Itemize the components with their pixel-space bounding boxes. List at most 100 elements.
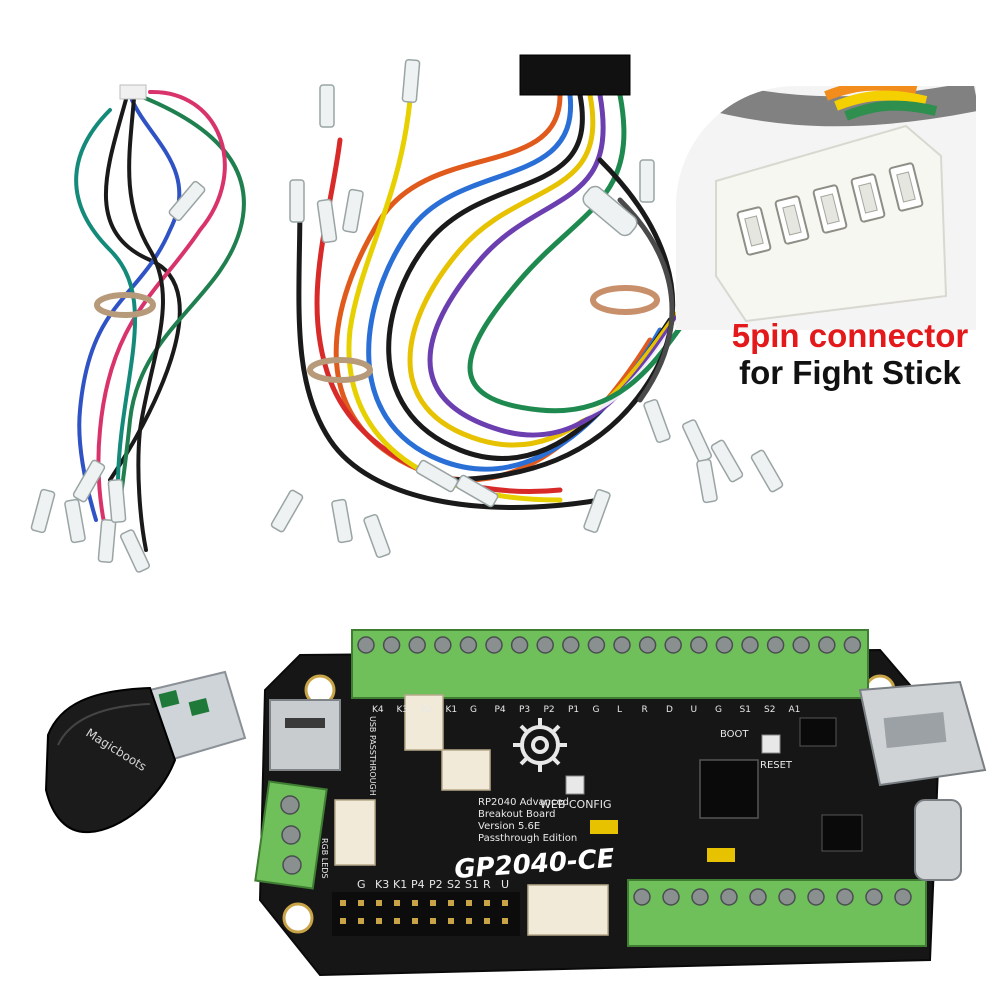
connector-pin-slot [774,195,810,245]
terminal-screw [818,636,836,654]
bottom-screw-terminals [627,879,927,947]
bottom-pin-label: P4 [411,878,425,891]
terminal-screw [715,636,734,654]
terminal-screw [836,888,854,906]
jst-connector-2 [441,749,491,791]
header-pin [466,900,472,906]
top-pin-label: K3 [397,705,409,715]
usb-dongle: Magicboots [44,670,247,834]
top-pin-label: S2 [764,705,775,715]
usb-a-port [269,699,341,771]
gear-icon [513,718,567,772]
boot-button[interactable] [761,734,781,754]
terminal-screw [664,636,682,654]
terminal-screw [690,636,708,654]
terminal-screw [749,888,767,906]
header-pin [358,900,364,906]
reset-button[interactable] [565,775,585,795]
terminal-screw [662,888,680,906]
header-pin [412,918,418,924]
board-title-line-3: Version 5.6E [478,821,540,832]
bottom-pin-label: S1 [465,878,479,891]
header-pin [430,900,436,906]
terminal-screw [434,636,452,654]
terminal-screw [382,636,401,654]
top-pin-label: L [617,705,622,715]
header-pin [412,900,418,906]
pcb-board: RP2040 Advanced Breakout Board Version 5… [254,629,987,977]
terminal-screw [357,636,375,654]
terminal-screw [894,888,912,906]
board-title-line-1: RP2040 Advanced [478,797,569,808]
top-pin-label: D [666,705,673,715]
terminal-screw [741,636,759,654]
boot-label: BOOT [720,729,749,740]
small-wire-harness [74,84,246,552]
connector-pin-slot [812,184,848,234]
usb-c-port [914,799,962,881]
terminal-screw [638,636,657,654]
terminal-screw [485,636,503,654]
bottom-pin-label: G [357,878,366,891]
caption-line-2: for Fight Stick [739,353,961,391]
header-pin [484,918,490,924]
header-pin [502,918,508,924]
board-title-line-4: Passthrough Edition [478,833,577,844]
jumper-2 [707,848,735,862]
bottom-pin-label: R [483,878,491,891]
terminal-screw [562,636,580,654]
top-pin-label: P2 [544,705,555,715]
header-pin [394,918,400,924]
top-pin-label: K1 [446,705,458,715]
top-pin-label: P3 [519,705,530,715]
terminal-screw [510,636,529,654]
rgb-leds-label: RGB LEDS [320,838,329,879]
main-harness-terminals [270,58,784,559]
connector-pin-slot [736,206,772,256]
header-pin [502,900,508,906]
top-pin-label: K4 [372,705,384,715]
terminal-screw [633,888,651,906]
jumper-1 [590,820,618,834]
rp2040-chip [699,759,759,819]
terminal-screw [459,636,478,654]
top-pin-label: G [715,705,722,715]
connector-pin-slot [888,162,924,212]
terminal-screw [843,636,862,654]
terminal-screw [778,888,796,906]
top-pin-label: G [470,705,477,715]
top-pin-label: S1 [740,705,751,715]
header-pin [484,900,490,906]
usb-passthrough-label: USB PASSTHROUGH [368,716,377,796]
top-pin-label: G [593,705,600,715]
top-pin-label: R [642,705,648,715]
bottom-pin-label: K3 [375,878,389,891]
top-pin-label: P1 [568,705,579,715]
header-pin [394,900,400,906]
reset-label: RESET [760,760,793,771]
bottom-pin-label: U [501,878,509,891]
top-screw-terminals [351,629,869,699]
pin-header [332,892,520,936]
header-pin [466,918,472,924]
terminal-screw [408,636,426,654]
header-pin [340,918,346,924]
top-pin-label: U [691,705,698,715]
header-pin [376,918,382,924]
terminal-screw [792,636,810,654]
header-pin [430,918,436,924]
jst-connector-1 [404,694,444,751]
board-title-line-2: Breakout Board [478,809,555,820]
terminal-screw [807,888,825,906]
terminal-screw [766,636,785,654]
terminal-screw [865,888,883,906]
terminal-screw [536,636,554,654]
five-pin-connector [676,86,976,323]
bottom-pin-label: S2 [447,878,461,891]
terminal-screw [691,888,709,906]
caption-line-1: 5pin connector [731,317,969,354]
connector-closeup-inset [676,86,976,330]
